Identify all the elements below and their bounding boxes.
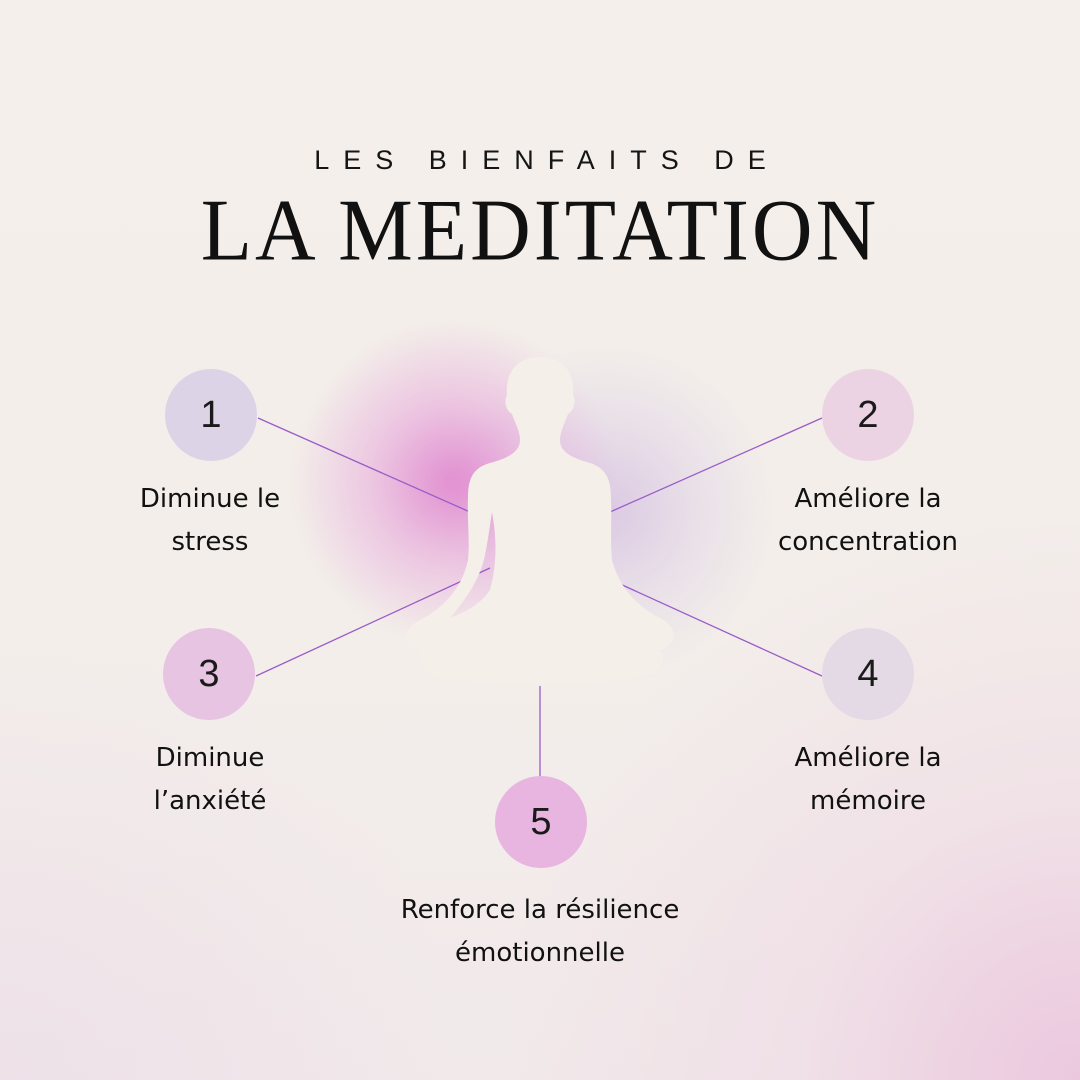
connector-line-3 bbox=[255, 567, 491, 677]
benefit-circle-5: 5 bbox=[495, 776, 587, 868]
benefit-number-3: 3 bbox=[198, 652, 220, 695]
benefit-label-1: Diminue le stress bbox=[139, 484, 281, 557]
connector-line-1 bbox=[257, 417, 471, 513]
title-subtitle: LES BIENFAITS DE bbox=[314, 145, 780, 175]
benefit-number-4: 4 bbox=[857, 652, 879, 695]
benefit-label-2: Améliore la concentration bbox=[777, 484, 959, 557]
benefit-circle-1: 1 bbox=[165, 369, 257, 461]
benefit-circle-4: 4 bbox=[822, 628, 914, 720]
connector-line-4 bbox=[584, 567, 823, 677]
benefit-label-3: Diminue l’anxiété bbox=[153, 743, 267, 816]
connector-line-2 bbox=[609, 417, 823, 513]
page-title: LA MEDITATION bbox=[200, 181, 880, 280]
benefit-number-5: 5 bbox=[530, 800, 552, 843]
benefit-label-5: Renforce la résilience émotionnelle bbox=[400, 895, 680, 968]
benefit-label-4: Améliore la mémoire bbox=[794, 743, 942, 816]
benefit-circle-2: 2 bbox=[822, 369, 914, 461]
benefit-number-2: 2 bbox=[857, 393, 879, 436]
benefit-circle-3: 3 bbox=[163, 628, 255, 720]
benefit-number-1: 1 bbox=[200, 393, 222, 436]
